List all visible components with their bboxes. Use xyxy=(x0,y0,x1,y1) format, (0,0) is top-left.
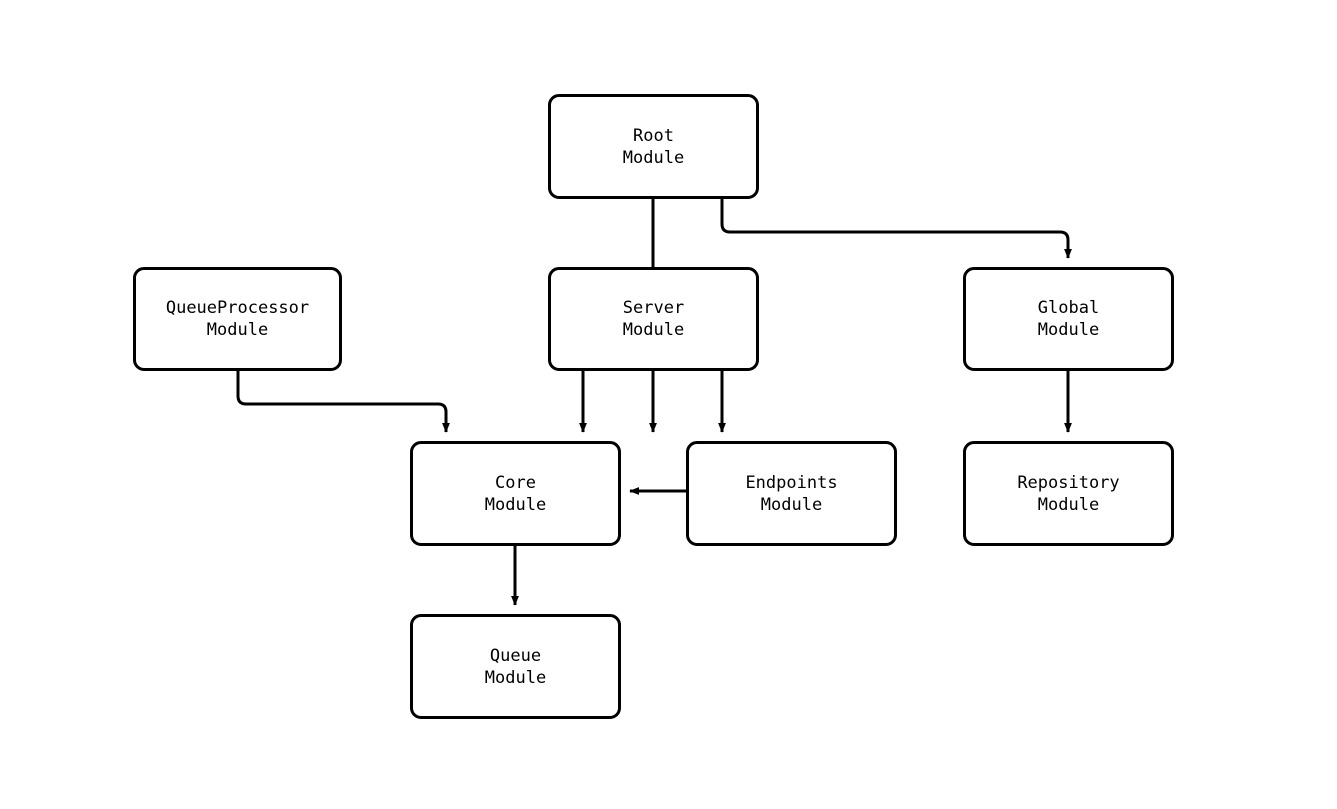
node-server[interactable]: Server Module xyxy=(548,267,759,371)
node-core-line2: Module xyxy=(484,494,547,515)
node-queueprocessor[interactable]: QueueProcessor Module xyxy=(133,267,342,371)
node-endpoints-line1: Endpoints xyxy=(745,472,838,493)
node-queueprocessor-line1: QueueProcessor xyxy=(165,298,310,318)
edge-queueprocessor-core xyxy=(236,371,450,433)
node-repository-line2: Module xyxy=(1037,494,1100,515)
node-queue-line2: Module xyxy=(484,667,547,688)
node-root-line1: Root xyxy=(633,125,674,146)
node-endpoints-line2: Module xyxy=(760,494,823,515)
node-queueprocessor-line2: Module xyxy=(206,320,269,340)
node-server-line1: Server xyxy=(622,298,685,318)
node-root[interactable]: Root Module xyxy=(548,94,759,199)
node-global[interactable]: Global Module xyxy=(963,267,1174,371)
node-global-line2: Module xyxy=(1037,320,1100,340)
node-repository-line1: Repository xyxy=(1017,472,1120,493)
node-repository[interactable]: Repository Module xyxy=(963,441,1174,546)
node-queue[interactable]: Queue Module xyxy=(410,614,621,719)
node-server-line2: Module xyxy=(622,320,685,340)
node-core[interactable]: Core Module xyxy=(410,441,621,546)
node-queue-line1: Queue xyxy=(489,645,542,666)
edge-root-global xyxy=(720,199,1072,259)
node-global-line1: Global xyxy=(1037,298,1100,318)
node-root-line2: Module xyxy=(622,147,685,168)
node-endpoints[interactable]: Endpoints Module xyxy=(686,441,897,546)
node-core-line1: Core xyxy=(495,472,536,493)
